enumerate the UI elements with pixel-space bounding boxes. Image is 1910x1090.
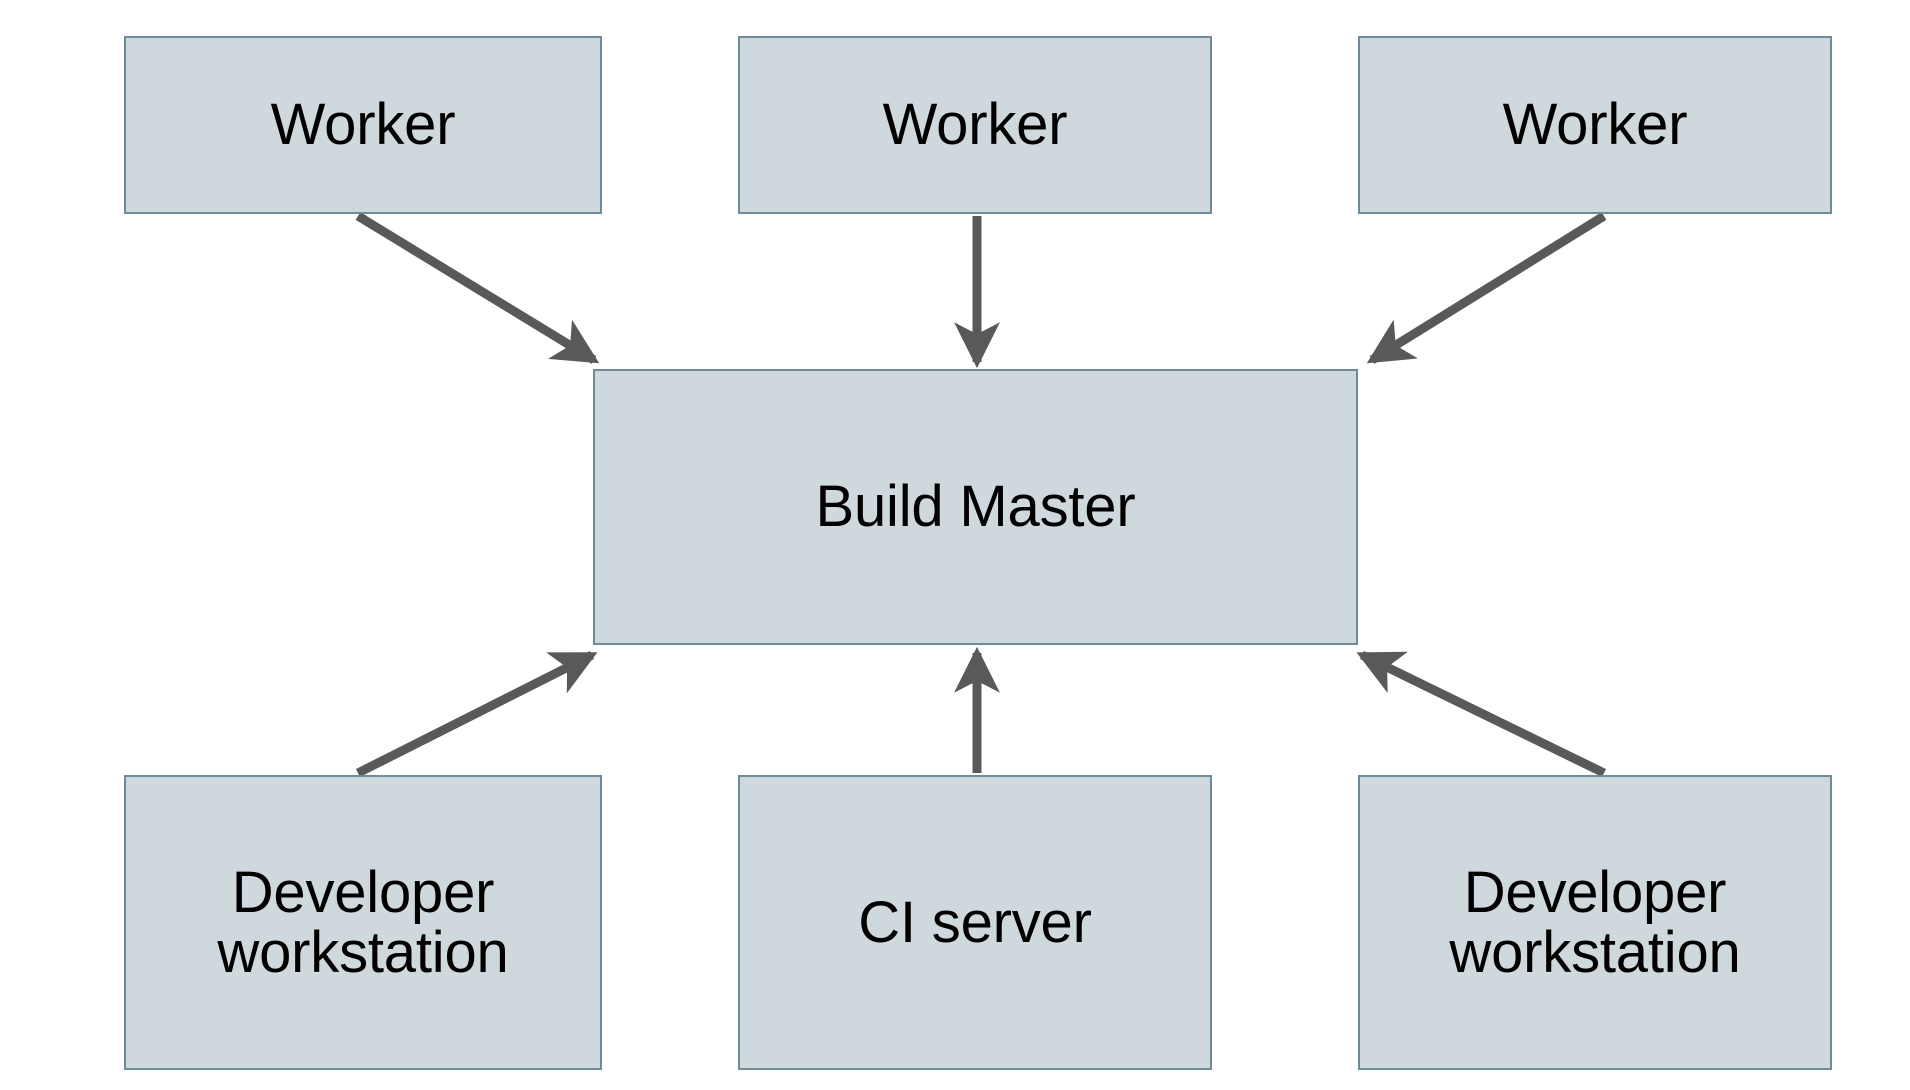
node-label: Worker xyxy=(1502,92,1688,158)
node-build-master[interactable]: Build Master xyxy=(593,369,1358,645)
node-label: Worker xyxy=(882,92,1068,158)
node-label: Build Master xyxy=(815,474,1136,540)
node-label: Worker xyxy=(270,92,456,158)
node-developer-workstation-right[interactable]: Developer workstation xyxy=(1358,775,1832,1070)
edge-worker3-to-master xyxy=(1366,212,1607,364)
node-label: Developer workstation xyxy=(217,859,509,985)
node-label: Developer workstation xyxy=(1449,859,1741,985)
node-worker-3[interactable]: Worker xyxy=(1358,36,1832,214)
node-label: CI server xyxy=(858,889,1092,955)
edge-worker1-to-master xyxy=(355,212,600,364)
edge-devleft-to-master xyxy=(355,650,598,778)
node-ci-server[interactable]: CI server xyxy=(738,775,1212,1070)
node-worker-1[interactable]: Worker xyxy=(124,36,602,214)
node-developer-workstation-left[interactable]: Developer workstation xyxy=(124,775,602,1070)
node-worker-2[interactable]: Worker xyxy=(738,36,1212,214)
edge-devright-to-master xyxy=(1356,650,1606,778)
